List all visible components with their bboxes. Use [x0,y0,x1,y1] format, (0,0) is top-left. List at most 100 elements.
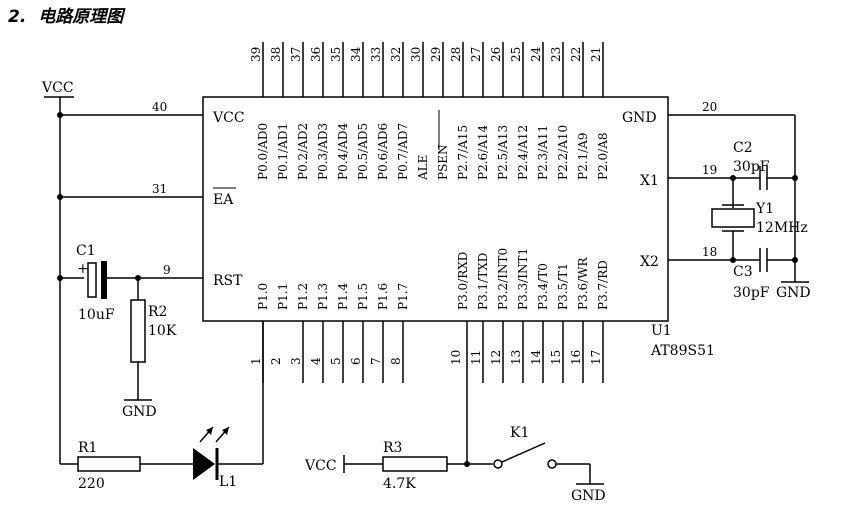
led-arrowhead [222,427,229,435]
pin-name-21: P2.0/A8 [596,132,610,180]
r2-ref: R2 [148,304,167,320]
pin-num-1: 1 [249,357,263,365]
pin-num-36: 36 [309,47,323,62]
junction-dot [135,275,141,281]
k1-contact [547,459,557,469]
c1-plate-positive [87,262,97,298]
pin-name-23: P2.2/A10 [556,125,570,180]
junction-dot [792,257,798,263]
pin-num-28: 28 [449,47,463,62]
r2-body [130,299,146,363]
pin-num-2: 2 [269,357,283,365]
pin-name-26: P2.5/A13 [496,125,510,180]
pin-name-5: P1.4 [336,282,350,310]
pin-name-4: P1.3 [316,283,330,310]
heading-title: 电路原理图 [38,7,124,27]
pin-name-1: P1.0 [256,283,270,310]
pin-num-37: 37 [289,47,303,62]
k1-ref: K1 [510,425,529,441]
heading-number: 2. [8,7,27,27]
pin-num-29: 29 [429,47,443,62]
gnd-label-xtal: GND [776,285,811,301]
junction-dot [730,257,736,263]
pin-name-22: P2.1/A9 [576,132,590,180]
pin-name-8: P1.7 [396,283,410,310]
chip-body [202,96,669,322]
pin-name-13: P3.3/INT1 [516,248,530,310]
y1-ref: Y1 [755,201,774,217]
y1-value: 12MHz [756,220,808,236]
pin-num-8: 8 [389,357,403,365]
pin-name-25: P2.4/A12 [516,125,530,180]
pin-name-36: P0.3/AD3 [316,123,330,180]
r3-body [382,456,448,472]
pin-name-vcc: VCC [212,110,245,126]
pin-num-9: 9 [163,263,171,277]
pin-name-33: P0.6/AD6 [376,123,390,180]
pin-num-15: 15 [549,350,563,365]
pin-name-32: P0.7/AD7 [396,123,410,180]
pin-num-17: 17 [589,350,603,365]
c2-value: 30pF [733,159,770,175]
pin-num-10: 10 [449,350,463,365]
led-triangle [193,448,215,480]
pin-num-19: 19 [702,163,717,177]
pin-name-16: P3.6/WR [576,256,590,310]
pin-num-5: 5 [329,357,343,365]
pin-name-34: P0.5/AD5 [356,123,370,180]
pin-num-12: 12 [489,350,503,365]
r1-body [77,456,141,472]
r1-ref: R1 [78,440,97,456]
pin-name-rst: RST [213,273,243,289]
pin-num-38: 38 [269,47,283,62]
pin-num-33: 33 [369,47,383,62]
pin-num-24: 24 [529,46,543,62]
k1-lever [501,442,546,463]
c2-ref: C2 [733,140,753,156]
junction-dot [464,461,470,467]
led-ref: L1 [219,474,237,490]
r3-value: 4.7K [383,476,416,492]
pin-name-38: P0.1/AD1 [276,123,290,180]
pin-name-24: P2.3/A11 [536,125,550,180]
r2-value: 10K [148,323,177,339]
pin-num-3: 3 [289,357,303,365]
c1-plus: + [77,261,89,277]
pin-num-18: 18 [702,245,717,259]
pin-num-35: 35 [329,47,343,62]
junction-dot [57,112,63,118]
pin-num-25: 25 [509,47,523,62]
pin-name-35: P0.4/AD4 [336,123,350,180]
pin-num-13: 13 [509,350,523,365]
pin-name-29: PSEN [436,144,450,180]
pin-num-27: 27 [469,47,483,62]
vcc-label-bottom: VCC [304,458,337,474]
pin-num-32: 32 [389,47,403,62]
vcc-label-top: VCC [41,80,74,96]
pin-name-17: P3.7/RD [596,260,610,310]
c3-ref: C3 [733,264,753,280]
pin-name-28: P2.7/A15 [456,125,470,180]
gnd-label-k1: GND [571,488,606,504]
pin-name-gnd: GND [622,110,657,126]
r3-ref: R3 [383,440,402,456]
c1-value: 10uF [78,307,115,323]
pin-name-10: P3.0/RXD [456,252,470,310]
pin-num-7: 7 [369,357,383,365]
chip-part: AT89S51 [650,343,715,359]
gnd-label-r2: GND [122,404,157,420]
pin-num-11: 11 [469,350,483,365]
pin-name-15: P3.5/T1 [556,263,570,310]
junction-dot [57,194,63,200]
pin-num-20: 20 [702,100,717,114]
pin-name-37: P0.2/AD2 [296,123,310,180]
pin-num-16: 16 [569,350,583,365]
pin-name-12: P3.2/INT0 [496,248,510,310]
pin-name-ea: EA [213,192,234,208]
pin-name-x2: X2 [640,254,659,270]
c1-plate-negative [101,261,107,299]
pin-num-4: 4 [309,357,323,365]
pin-num-21: 21 [589,47,603,62]
pin-num-26: 26 [489,47,503,62]
pin-name-11: P3.1/TXD [476,253,490,310]
